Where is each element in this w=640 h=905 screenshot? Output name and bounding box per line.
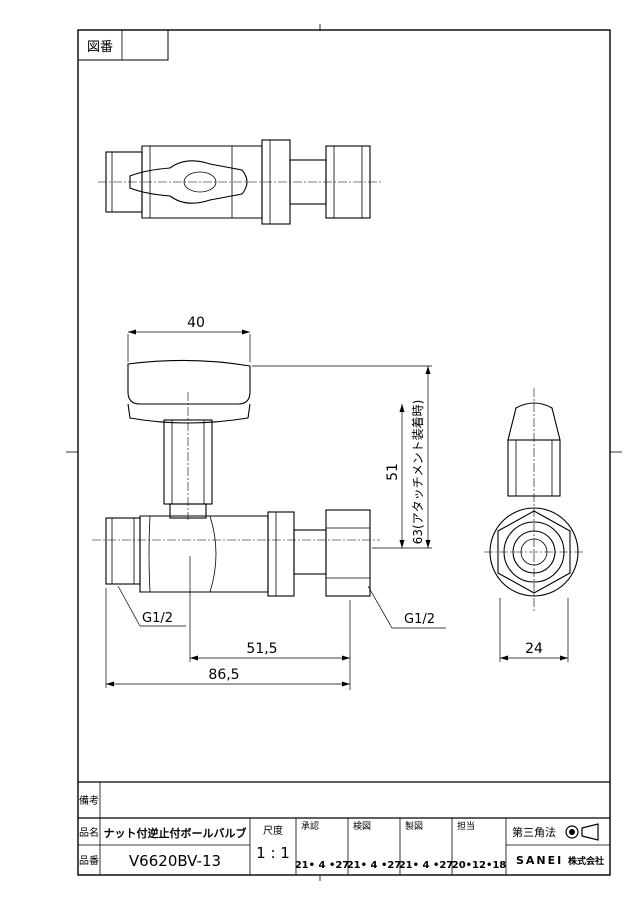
charge-date: 20•12•18	[452, 860, 507, 871]
scale-label: 尺度	[263, 824, 283, 837]
charge-label: 担当	[457, 820, 475, 832]
company-suffix: 株式会社	[568, 855, 604, 867]
scale-value: 1 : 1	[256, 844, 290, 862]
title-block: 備考 品名 ナット付逆止付ボールバルブ 品番 V6620BV-13 尺度 1 :…	[78, 781, 610, 875]
dimension-51-5: 51,5	[189, 556, 351, 690]
sheet-frame	[66, 24, 622, 881]
front-view	[92, 359, 380, 597]
dimension-51-label: 51	[385, 463, 401, 481]
thread-right-label: G1/2	[404, 612, 435, 627]
checked-date: 21• 4 •27	[347, 860, 402, 871]
drawing-number-label: 図番	[87, 40, 113, 55]
dimension-51-5-label: 51,5	[246, 641, 277, 657]
third-angle-projection-icon	[565, 823, 599, 841]
projection-label: 第三角法	[512, 825, 556, 839]
product-no: V6620BV-13	[129, 852, 221, 870]
thread-callout-left: G1/2	[117, 585, 186, 627]
top-view	[98, 139, 382, 225]
dimension-40-label: 40	[187, 315, 205, 331]
product-no-label: 品番	[79, 855, 99, 867]
product-name: ナット付逆止付ボールバルブ	[104, 826, 247, 840]
dimension-40: 40	[127, 315, 251, 362]
dimension-86-5-label: 86,5	[208, 667, 239, 683]
dimension-24-label: 24	[525, 641, 543, 657]
dimension-24: 24	[499, 598, 569, 662]
checked-label: 検図	[353, 820, 371, 832]
remarks-label: 備考	[79, 794, 99, 807]
thread-callout-right: G1/2	[367, 585, 446, 629]
approved-date: 21• 4 •27	[295, 860, 350, 871]
drawn-label: 製図	[405, 820, 423, 832]
side-view	[484, 388, 584, 612]
drawing-number-box: 図番	[77, 29, 169, 61]
dimension-86-5: 86,5	[105, 588, 350, 688]
approved-label: 承認	[301, 820, 319, 832]
thread-left-label: G1/2	[142, 611, 173, 626]
dimension-height: 51 63(アタッチメント装着時)	[252, 365, 432, 549]
product-name-label: 品名	[79, 826, 99, 839]
drawn-date: 21• 4 •27	[399, 860, 454, 871]
dimension-63-label: 63(アタッチメント装着時)	[410, 400, 425, 545]
company-name: SANEI	[516, 854, 563, 867]
